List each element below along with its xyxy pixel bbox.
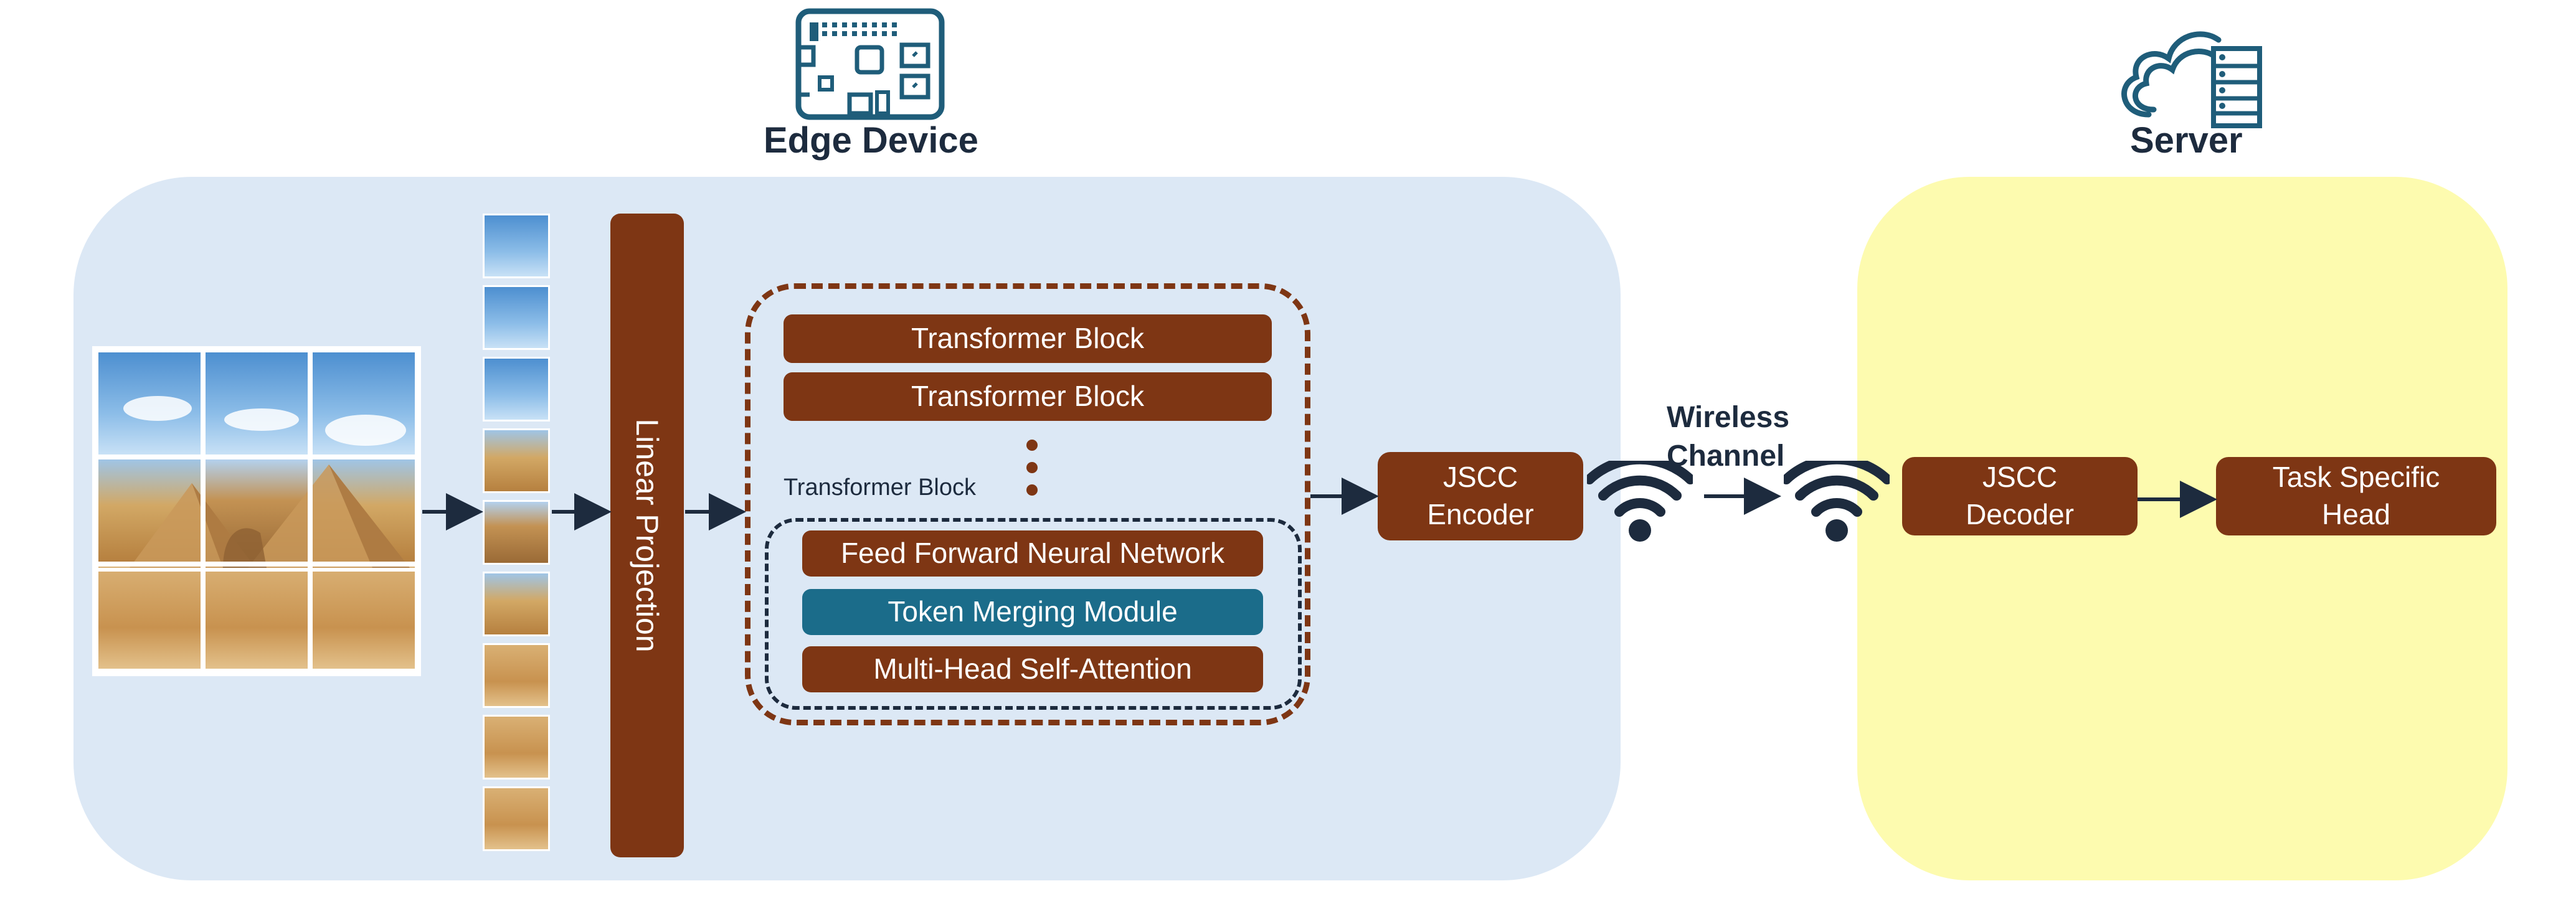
jscc-decoder-line2: Decoder — [1966, 498, 2074, 530]
edge-device-heading: Edge Device — [764, 120, 978, 161]
patch-token — [483, 643, 550, 708]
wireless-label-line2: Channel — [1667, 440, 1785, 473]
patch-token — [483, 715, 550, 780]
jscc-decoder-line1: JSCC — [1982, 461, 2058, 494]
input-image-grid — [92, 346, 421, 676]
transformer-block-1: Transformer Block — [784, 314, 1272, 363]
jscc-encoder-block: JSCC Encoder — [1378, 452, 1583, 540]
token-merging-block: Token Merging Module — [802, 589, 1263, 635]
patch-token — [483, 357, 550, 422]
patch-token — [483, 572, 550, 636]
image-patch — [313, 567, 415, 669]
jscc-encoder-line1: JSCC — [1442, 461, 1518, 494]
jscc-encoder-line2: Encoder — [1427, 498, 1534, 530]
ellipsis-dot — [1026, 462, 1038, 473]
feed-forward-label: Feed Forward Neural Network — [840, 537, 1225, 570]
transformer-block-label: Transformer Block — [784, 474, 976, 501]
image-patch — [313, 352, 415, 455]
wifi-signal-icon — [1784, 461, 1890, 542]
transformer-block-1-label: Transformer Block — [911, 322, 1145, 355]
linear-projection-block: Linear Projection — [610, 214, 684, 857]
ellipsis-dot — [1026, 484, 1038, 496]
ellipsis-dot — [1026, 440, 1038, 451]
wifi-signal-icon — [1587, 461, 1693, 542]
transformer-block-2: Transformer Block — [784, 372, 1272, 421]
cloud-server-icon — [2121, 31, 2262, 128]
patch-token — [483, 428, 550, 493]
image-patch — [206, 352, 308, 455]
jscc-decoder-block: JSCC Decoder — [1902, 457, 2138, 535]
transformer-block-2-label: Transformer Block — [911, 380, 1145, 413]
image-patch — [98, 567, 201, 669]
patch-token — [483, 786, 550, 851]
circuit-board-icon — [795, 8, 945, 120]
pyramids-drawing — [98, 464, 421, 572]
image-patch — [206, 567, 308, 669]
task-head-line2: Head — [2322, 498, 2390, 530]
transformer-stack-outline — [745, 283, 1310, 725]
multi-head-attention-block: Multi-Head Self-Attention — [802, 646, 1263, 692]
task-specific-head-block: Task Specific Head — [2216, 457, 2496, 535]
token-merging-label: Token Merging Module — [888, 595, 1178, 628]
patch-token — [483, 214, 550, 278]
multi-head-attention-label: Multi-Head Self-Attention — [873, 653, 1192, 686]
image-patch — [98, 352, 201, 455]
patch-token — [483, 285, 550, 350]
feed-forward-block: Feed Forward Neural Network — [802, 530, 1263, 577]
transformer-block-detail-outline — [765, 518, 1302, 710]
wireless-channel-label: Wireless Channel — [1667, 398, 1789, 476]
wireless-label-line1: Wireless — [1667, 401, 1790, 434]
task-head-line1: Task Specific — [2272, 461, 2440, 494]
patch-token — [483, 500, 550, 565]
